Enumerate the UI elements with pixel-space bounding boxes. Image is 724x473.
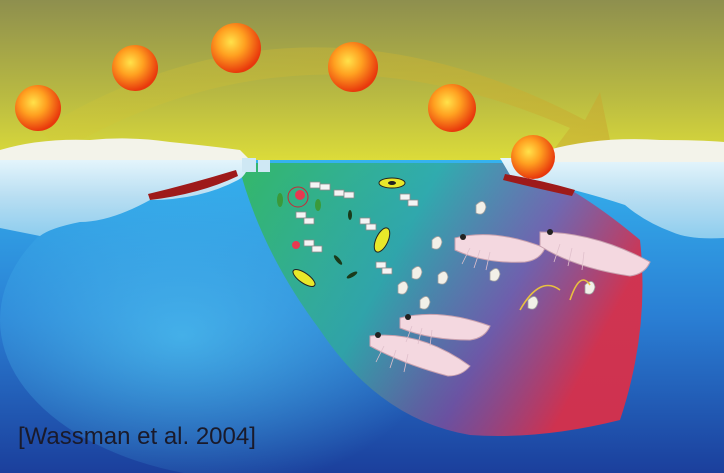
- sun-icon: [15, 85, 61, 131]
- phytoplankton-bloom: [238, 163, 643, 436]
- ice-floe: [242, 158, 256, 172]
- krill-eye: [375, 229, 553, 338]
- snow-cover: [540, 139, 724, 162]
- ice-algae: [148, 170, 238, 200]
- sun-icon: [511, 135, 555, 179]
- citation-label: [Wassman et al. 2004]: [18, 423, 256, 450]
- ice-floe: [258, 160, 270, 172]
- sun-icon: [112, 45, 158, 91]
- sun-icon: [211, 23, 261, 73]
- krill-legs: [375, 243, 585, 373]
- copepod-icon: [519, 279, 591, 311]
- ice-algae: [503, 174, 575, 196]
- pteropod-icon: [397, 201, 596, 310]
- sun-icon: [428, 84, 476, 132]
- sea-ice-right: [500, 139, 724, 239]
- krill-icon: [369, 231, 651, 377]
- sun-icon: [328, 42, 378, 92]
- sun-path-arrow: [40, 47, 612, 152]
- sea-ice-left: [0, 138, 250, 236]
- snow-cover: [0, 138, 250, 160]
- dinoflagellate-icon: [277, 177, 406, 288]
- diatom-chain-icon: [295, 181, 419, 275]
